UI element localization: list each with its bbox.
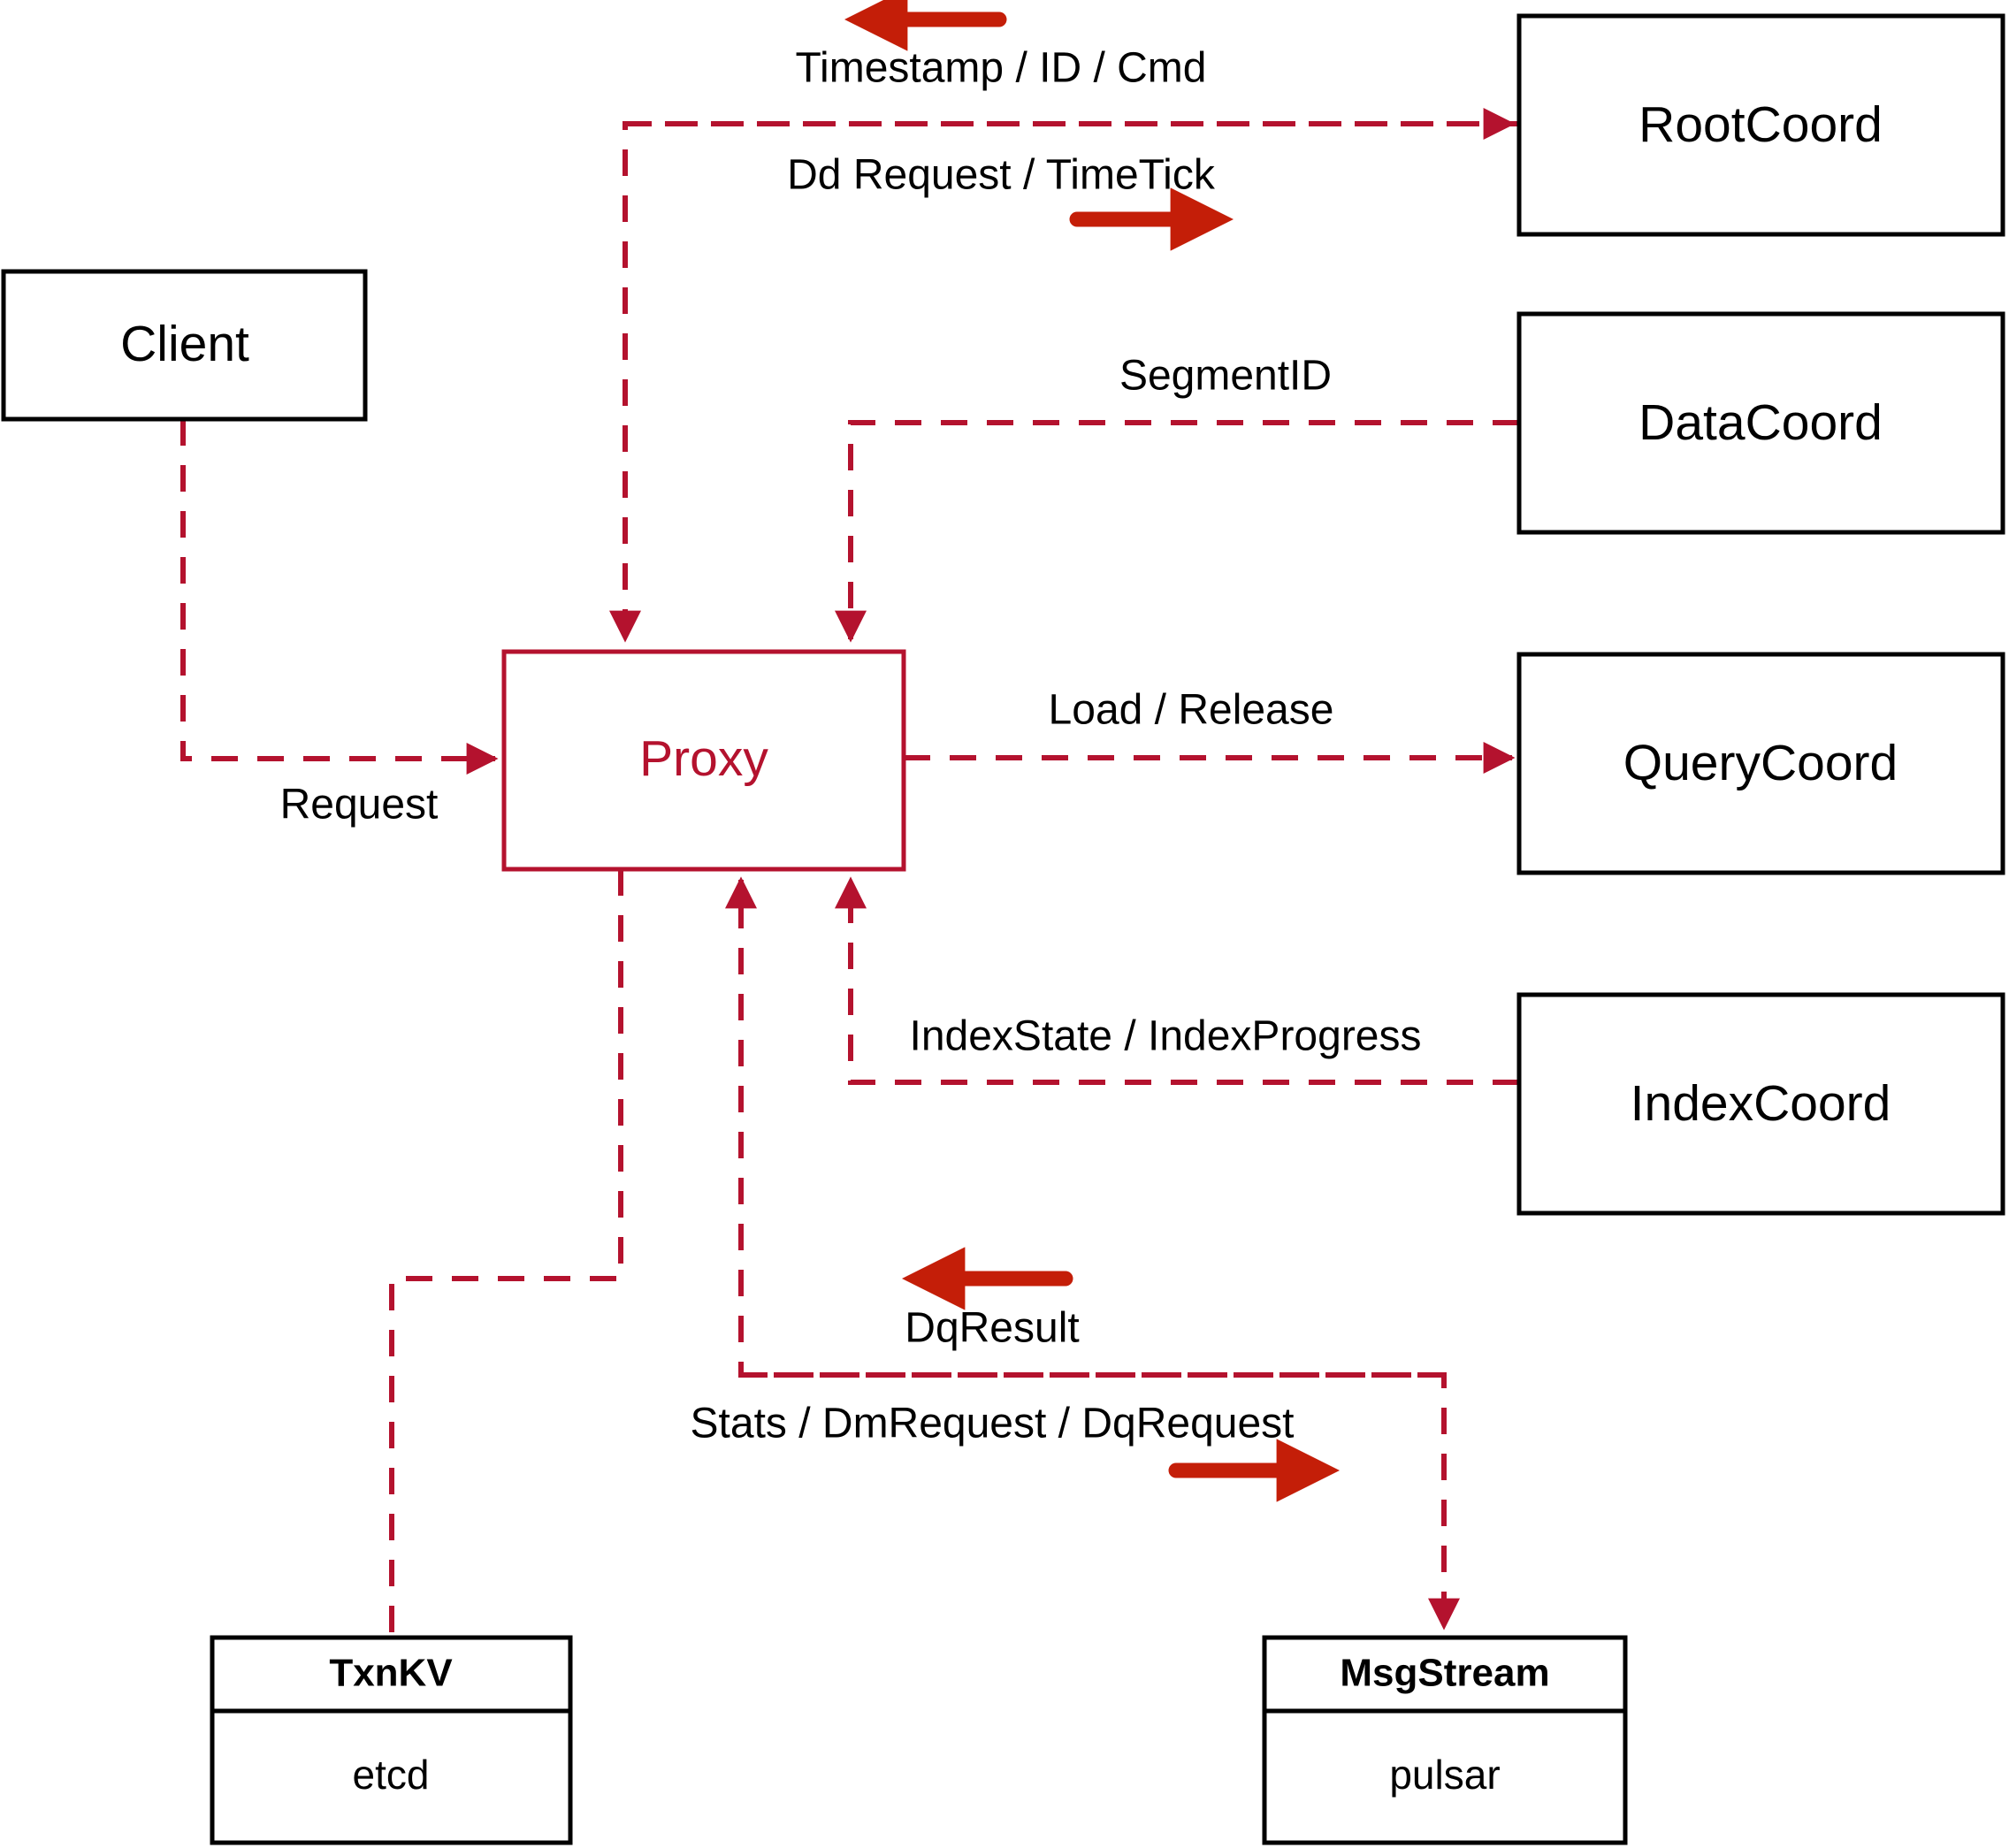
node-root-coord-label: RootCoord	[1639, 96, 1883, 153]
edge-label-stats-dm-dq-request: Stats / DmRequest / DqRequest	[691, 1401, 1295, 1447]
edge-label-request: Request	[280, 782, 439, 829]
node-index-coord[interactable]: IndexCoord	[1516, 992, 2005, 1216]
edge-label-index-state-progress: IndexState / IndexProgress	[910, 1013, 1422, 1060]
node-msg-stream-impl: pulsar	[1389, 1752, 1500, 1798]
edge-label-segment-id: SegmentID	[1119, 353, 1332, 400]
edge-stats-dm-dq-request	[741, 1372, 1460, 1630]
edge-label-dq-result: DqResult	[905, 1305, 1079, 1352]
node-proxy-label: Proxy	[639, 730, 768, 787]
node-txn-kv[interactable]: TxnKV etcd	[210, 1635, 573, 1845]
edge-index-state-progress	[835, 876, 1519, 1085]
node-query-coord-label: QueryCoord	[1623, 735, 1898, 791]
edge-label-timestamp-id-cmd: Timestamp / ID / Cmd	[796, 45, 1207, 92]
node-root-coord[interactable]: RootCoord	[1516, 13, 2005, 237]
node-msg-stream[interactable]: MsgStream pulsar	[1262, 1635, 1628, 1845]
node-data-coord[interactable]: DataCoord	[1516, 311, 2005, 535]
node-msg-stream-title: MsgStream	[1340, 1652, 1549, 1695]
edge-segment-id	[835, 420, 1519, 643]
edge-proxy-txnkv	[389, 869, 623, 1636]
edge-timestamp-id-cmd	[609, 121, 1519, 643]
edge-dq-result	[725, 876, 1444, 1378]
edge-label-dd-request-timetick: Dd Request / TimeTick	[787, 152, 1216, 199]
node-client[interactable]: Client	[1, 269, 368, 422]
node-index-coord-label: IndexCoord	[1631, 1075, 1891, 1132]
edge-request	[180, 419, 499, 775]
node-client-label: Client	[120, 316, 249, 372]
node-txn-kv-impl: etcd	[353, 1752, 430, 1798]
node-proxy[interactable]: Proxy	[501, 649, 906, 872]
edge-label-load-release: Load / Release	[1049, 687, 1334, 734]
node-data-coord-label: DataCoord	[1639, 394, 1883, 451]
node-query-coord[interactable]: QueryCoord	[1516, 652, 2005, 875]
node-txn-kv-title: TxnKV	[329, 1652, 453, 1695]
